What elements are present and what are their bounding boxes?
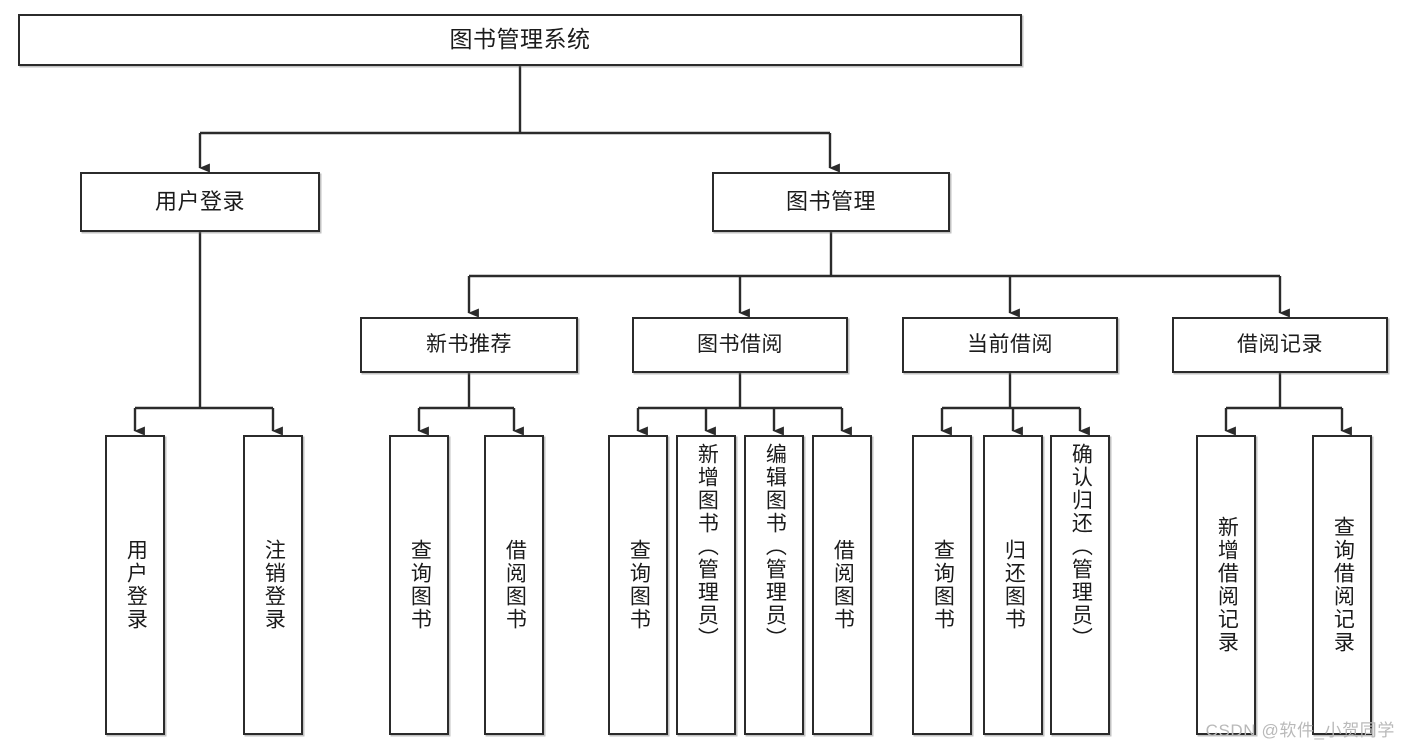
leaf-borrow-book[interactable]: 借阅图书 xyxy=(812,435,872,735)
leaf-logout[interactable]: 注销登录 xyxy=(243,435,303,735)
leaf-edit-book-admin[interactable]: 编辑图书（管理员） xyxy=(744,435,804,735)
leaf-query-book-recommend[interactable]: 查询图书 xyxy=(389,435,449,735)
leaf-add-book-admin[interactable]: 新增图书（管理员） xyxy=(676,435,736,735)
leaf-edit-book-admin-label: 编辑图书（管理员） xyxy=(763,443,787,650)
leaf-add-borrow-record-label: 新增借阅记录 xyxy=(1215,516,1239,654)
node-new-book-recommend[interactable]: 新书推荐 xyxy=(360,317,578,373)
leaf-return-book-label: 归还图书 xyxy=(1002,539,1026,631)
node-book-management-label: 图书管理 xyxy=(785,188,876,214)
node-new-book-recommend-label: 新书推荐 xyxy=(426,333,512,357)
leaf-query-borrow-record-label: 查询借阅记录 xyxy=(1331,516,1355,654)
node-book-borrow-label: 图书借阅 xyxy=(697,333,783,357)
leaf-return-book[interactable]: 归还图书 xyxy=(983,435,1043,735)
node-borrow-record[interactable]: 借阅记录 xyxy=(1172,317,1388,373)
node-current-borrow-label: 当前借阅 xyxy=(967,333,1053,357)
node-user-login[interactable]: 用户登录 xyxy=(80,172,320,232)
leaf-query-book-current[interactable]: 查询图书 xyxy=(912,435,972,735)
node-root-label: 图书管理系统 xyxy=(449,26,591,53)
node-book-borrow[interactable]: 图书借阅 xyxy=(632,317,848,373)
leaf-borrow-book-recommend[interactable]: 借阅图书 xyxy=(484,435,544,735)
leaf-query-book-current-label: 查询图书 xyxy=(931,539,955,631)
leaf-borrow-book-recommend-label: 借阅图书 xyxy=(503,539,527,631)
leaf-confirm-return-admin[interactable]: 确认归还（管理员） xyxy=(1050,435,1110,735)
leaf-query-book-borrow-label: 查询图书 xyxy=(627,539,651,631)
leaf-query-borrow-record[interactable]: 查询借阅记录 xyxy=(1312,435,1372,735)
leaf-query-book-recommend-label: 查询图书 xyxy=(408,539,432,631)
leaf-query-book-borrow[interactable]: 查询图书 xyxy=(608,435,668,735)
node-borrow-record-label: 借阅记录 xyxy=(1237,333,1323,357)
leaf-user-login[interactable]: 用户登录 xyxy=(105,435,165,735)
leaf-confirm-return-admin-label: 确认归还（管理员） xyxy=(1069,443,1093,650)
node-book-management[interactable]: 图书管理 xyxy=(712,172,950,232)
leaf-add-book-admin-label: 新增图书（管理员） xyxy=(695,443,719,650)
leaf-user-login-label: 用户登录 xyxy=(124,539,148,631)
node-root[interactable]: 图书管理系统 xyxy=(18,14,1022,66)
leaf-add-borrow-record[interactable]: 新增借阅记录 xyxy=(1196,435,1256,735)
node-user-login-label: 用户登录 xyxy=(154,188,245,214)
csdn-watermark: CSDN @软件_小贺同学 xyxy=(1205,721,1395,740)
node-current-borrow[interactable]: 当前借阅 xyxy=(902,317,1118,373)
leaf-borrow-book-label: 借阅图书 xyxy=(831,539,855,631)
leaf-logout-label: 注销登录 xyxy=(262,539,286,631)
